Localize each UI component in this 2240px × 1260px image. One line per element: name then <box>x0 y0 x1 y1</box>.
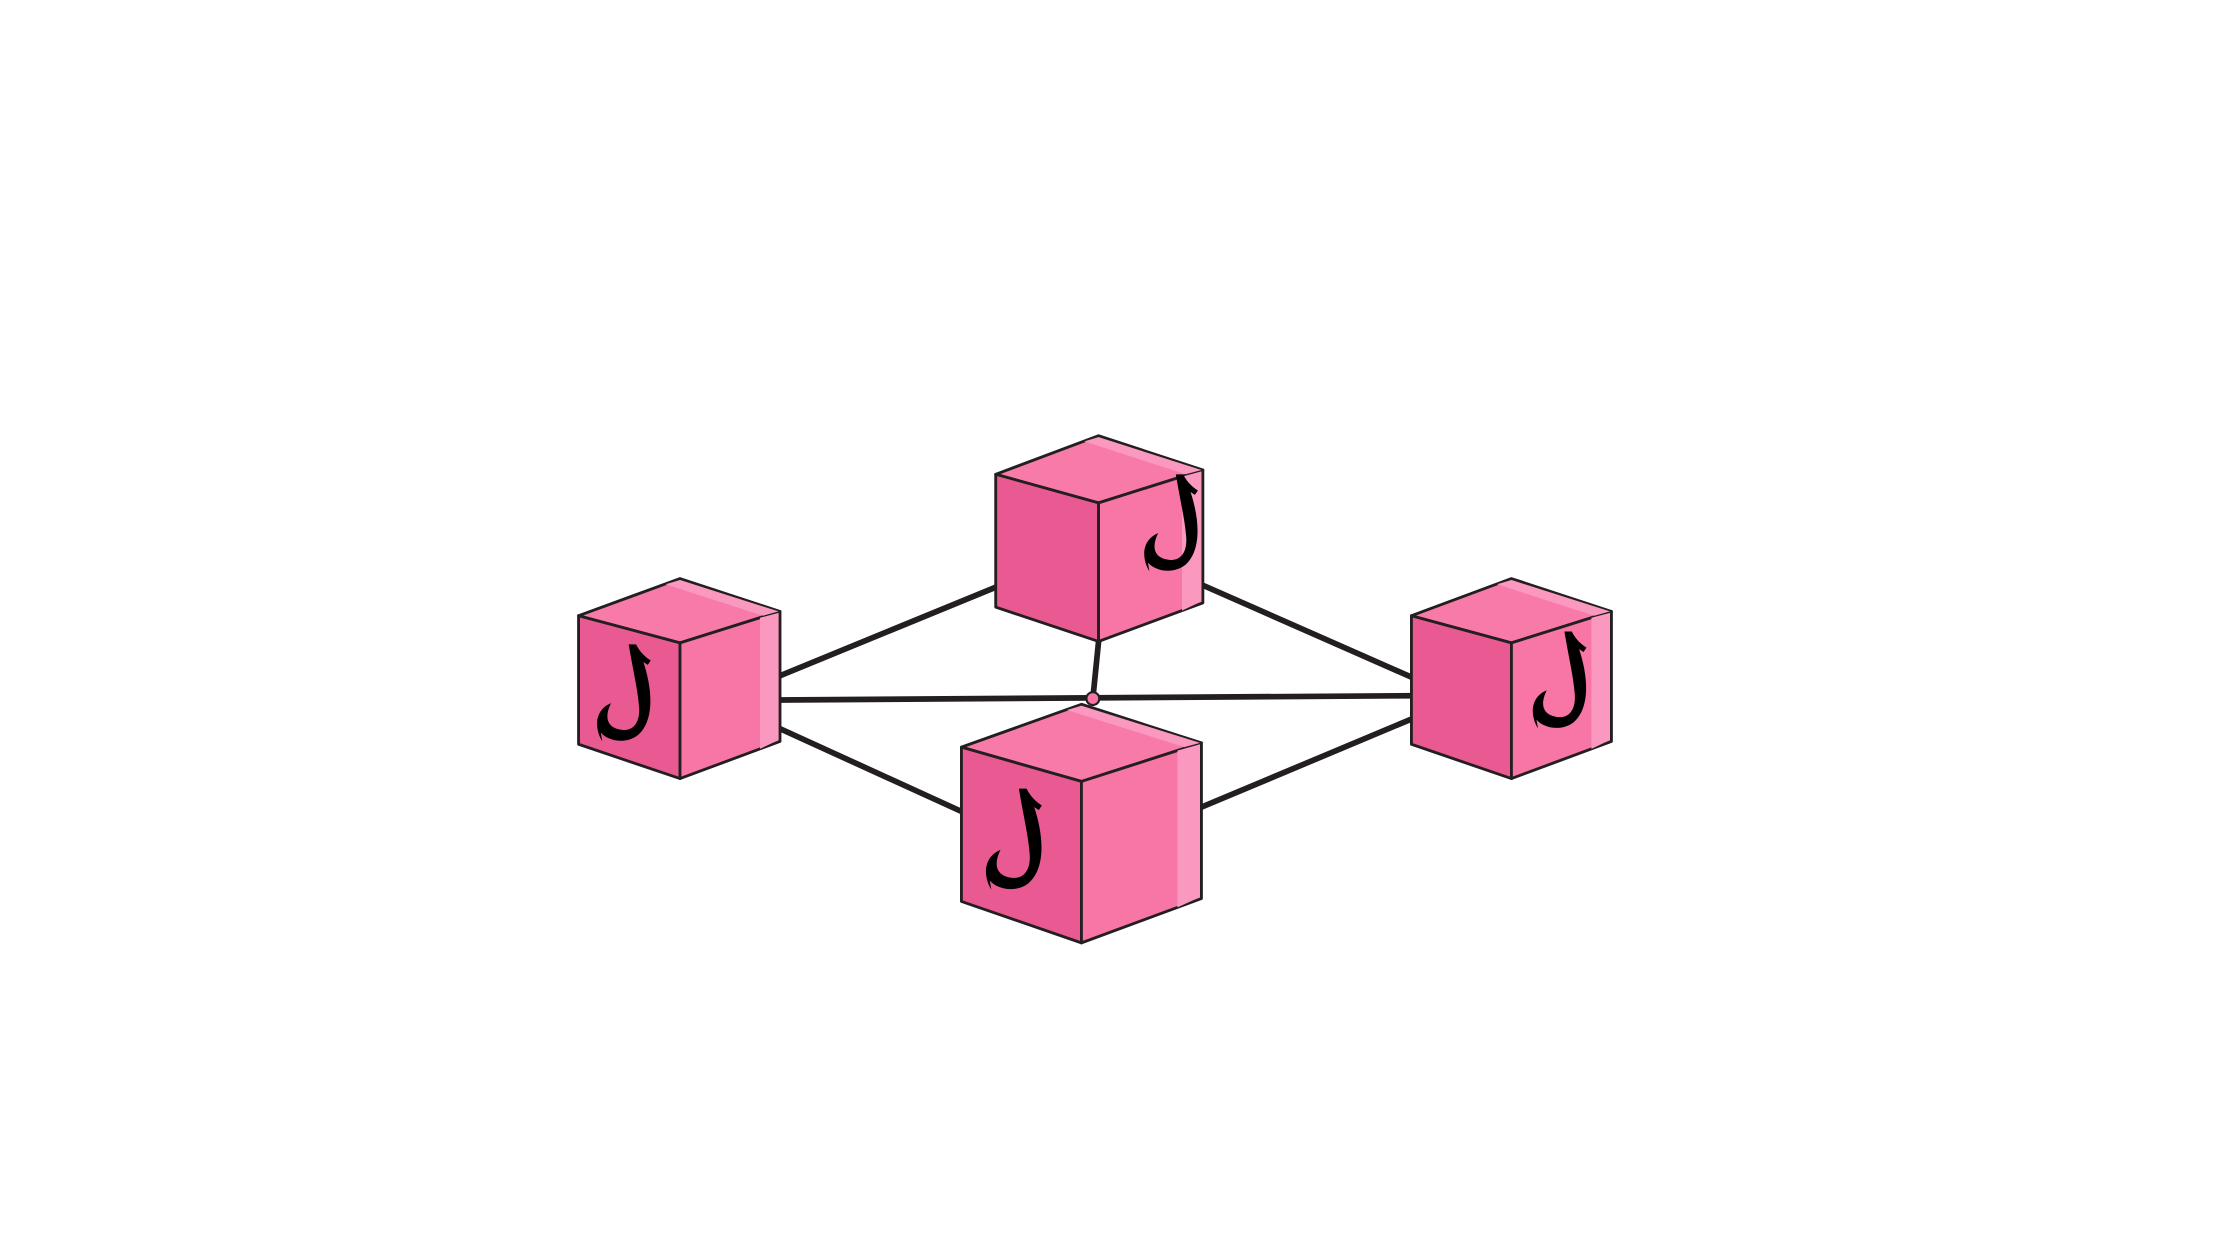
cube-right-face <box>1510 610 1613 780</box>
hub-node <box>1085 691 1101 707</box>
cube-left-face <box>577 614 682 780</box>
cube-highlight <box>1177 744 1200 908</box>
top-cube <box>994 434 1205 643</box>
cube-right-face <box>678 610 782 780</box>
cube-top-highlight <box>1084 437 1202 475</box>
cube-left-face <box>1410 614 1513 780</box>
cube-highlight <box>1591 612 1610 749</box>
cube-left-face <box>960 745 1083 945</box>
right-cube <box>1410 577 1613 780</box>
left-cube <box>577 577 782 780</box>
bottom-cube <box>960 702 1203 945</box>
cube-top-highlight <box>1067 705 1200 748</box>
cube-highlight <box>760 612 779 749</box>
link-top-hub <box>1090 638 1102 702</box>
link-top-right <box>1168 568 1415 680</box>
cube-left-face <box>994 472 1100 643</box>
cube-top-highlight <box>1497 580 1610 616</box>
cube-right-face <box>1080 741 1203 945</box>
cube-top-highlight <box>665 580 779 616</box>
